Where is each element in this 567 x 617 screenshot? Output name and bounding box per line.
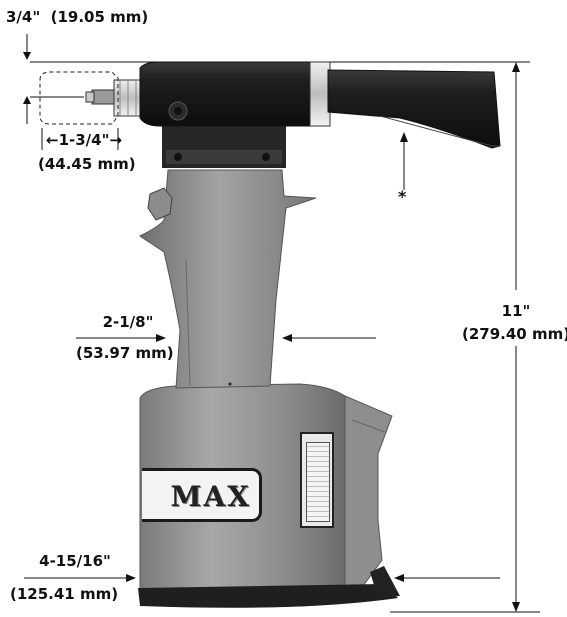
silver-ring (309, 61, 331, 127)
rear-tail (327, 69, 501, 149)
stroke-arrow-right: → (109, 131, 122, 149)
foot-tread (370, 566, 400, 598)
top-offset-label: 3/4" (19.05 mm) (6, 8, 148, 26)
asterisk-marker: * (398, 187, 407, 206)
stroke-arrow-left: ← (46, 131, 59, 149)
stroke-outline (39, 71, 119, 125)
top-offset-value: 3/4" (6, 8, 41, 26)
base-width-metric: (125.41 mm) (10, 585, 119, 603)
height-value: 11" (501, 302, 531, 320)
data-plate-lines (306, 442, 330, 522)
height-metric: (279.40 mm) (462, 325, 567, 343)
head-barrel (139, 61, 315, 127)
handle-grip (139, 169, 317, 389)
side-chute (344, 395, 393, 591)
brand-badge: MAX (142, 468, 262, 522)
nose-stroke-metric-label: (44.45 mm) (38, 155, 136, 173)
base-width-value: 4-15/16" (39, 552, 111, 570)
brand-text: MAX (170, 480, 251, 513)
top-offset-metric: (19.05 mm) (50, 8, 149, 26)
nose-stroke-label: ←1-3/4"→ (46, 131, 122, 149)
hex-nut (147, 187, 173, 221)
data-plate (300, 432, 334, 528)
nose-tip (91, 89, 117, 105)
handle-width-value: 2-1/8" (102, 313, 154, 331)
base-foot (138, 584, 398, 608)
handle-width-metric: (53.97 mm) (76, 344, 174, 362)
nose-stroke-value: 1-3/4" (58, 131, 110, 149)
handle-dot (228, 382, 232, 386)
